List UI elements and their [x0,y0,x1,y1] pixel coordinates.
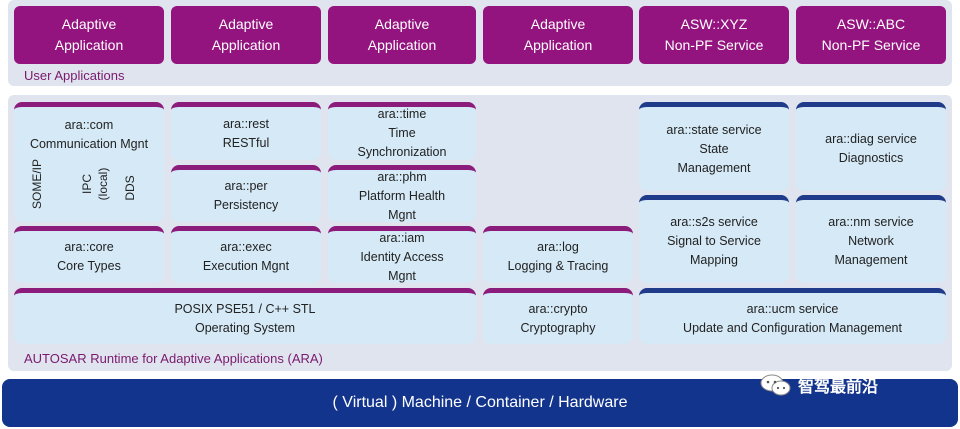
block-title: ara::time [377,107,427,121]
app-title: ASW::ABC [836,16,906,32]
asw-abc-service[interactable]: ASW::ABC Non-PF Service [796,6,946,64]
block-title: ara::com [64,118,114,132]
ipc-local-label: IPC (local) [79,144,111,224]
block-subtitle: Cryptography [520,320,596,335]
ara-exec-block[interactable]: ara::exec Execution Mgnt [171,226,321,283]
app-subtitle: Application [54,37,124,53]
block-title: ara::ucm service [746,301,839,316]
block-subtitle-2: Synchronization [357,145,447,159]
ara-s2s-block[interactable]: ara::s2s service Signal to Service Mappi… [639,195,789,283]
ara-nm-block[interactable]: ara::nm service Network Management [796,195,946,283]
block-subtitle: Communication Mgnt [29,137,149,151]
ara-com-block[interactable]: ara::com Communication Mgnt [14,102,164,222]
block-title: ara::core [64,240,114,254]
block-subtitle: Signal to Service [667,234,761,248]
block-subtitle: Diagnostics [838,151,904,165]
block-subtitle-2: Mgnt [388,207,416,222]
app-subtitle: Application [523,37,593,53]
ipc-local-text: IPC (local) [80,167,110,201]
block-title: ara::rest [223,116,269,131]
adaptive-application-1[interactable]: Adaptive Application [14,6,164,64]
block-subtitle-2: Management [834,253,908,267]
app-title: Adaptive [218,16,274,32]
block-subtitle: Platform Health [358,188,446,203]
block-title: ara::state service [666,122,762,137]
block-title: ara::s2s service [670,215,758,229]
block-subtitle: RESTful [222,135,270,150]
block-title: ara::nm service [828,215,914,229]
adaptive-application-4[interactable]: Adaptive Application [483,6,633,64]
ara-diag-block[interactable]: ara::diag service Diagnostics [796,102,946,191]
block-subtitle: Execution Mgnt [202,259,290,273]
block-title: ara::log [537,240,579,254]
user-applications-panel [8,0,952,86]
block-subtitle: Persistency [213,198,279,212]
block-subtitle: State [699,141,729,156]
ara-phm-block[interactable]: ara::phm Platform Health Mgnt [328,165,476,222]
block-subtitle: Update and Configuration Management [683,320,902,335]
block-subtitle-2: Mgnt [388,268,416,283]
app-subtitle: Non-PF Service [664,37,764,53]
block-subtitle: Logging & Tracing [507,259,609,273]
app-title: ASW::XYZ [680,16,748,32]
watermark: 智驾最前沿 [760,372,878,398]
ara-label: AUTOSAR Runtime for Adaptive Application… [24,351,323,366]
adaptive-application-2[interactable]: Adaptive Application [171,6,321,64]
app-subtitle: Non-PF Service [821,37,921,53]
block-title: ara::phm [377,169,427,184]
app-title: Adaptive [61,16,117,32]
ara-crypto-block[interactable]: ara::crypto Cryptography [483,288,633,344]
ara-log-block[interactable]: ara::log Logging & Tracing [483,226,633,283]
block-title: ara::iam [379,230,425,245]
block-title: ara::per [224,179,268,193]
ara-core-block[interactable]: ara::core Core Types [14,226,164,283]
dds-label: DDS [123,175,137,201]
ara-time-block[interactable]: ara::time Time Synchronization [328,102,476,160]
hardware-layer[interactable]: ( Virtual ) Machine / Container / Hardwa… [2,379,958,427]
block-subtitle-2: Management [677,160,751,175]
posix-os-block[interactable]: POSIX PSE51 / C++ STL Operating System [14,288,476,344]
someip-label: SOME/IP [30,159,44,210]
block-subtitle: Identity Access [360,249,444,264]
block-subtitle-2: Mapping [690,253,738,267]
hardware-label: ( Virtual ) Machine / Container / Hardwa… [332,394,628,411]
block-subtitle: Network [848,234,894,248]
ara-ucm-block[interactable]: ara::ucm service Update and Configuratio… [639,288,946,344]
watermark-text: 智驾最前沿 [798,379,879,396]
block-subtitle: Operating System [194,320,296,335]
ara-state-block[interactable]: ara::state service State Management [639,102,789,191]
user-applications-label: User Applications [24,68,125,83]
block-subtitle: Time [388,126,416,140]
app-title: Adaptive [530,16,586,32]
block-title: ara::crypto [528,301,588,316]
ara-rest-block[interactable]: ara::rest RESTful [171,102,321,160]
block-title: POSIX PSE51 / C++ STL [174,301,316,316]
block-subtitle: Core Types [57,259,121,273]
ara-iam-block[interactable]: ara::iam Identity Access Mgnt [328,226,476,283]
app-subtitle: Application [211,37,281,53]
app-subtitle: Application [367,37,437,53]
asw-xyz-service[interactable]: ASW::XYZ Non-PF Service [639,6,789,64]
app-title: Adaptive [374,16,430,32]
adaptive-application-3[interactable]: Adaptive Application [328,6,476,64]
wechat-icon [760,374,792,396]
block-title: ara::diag service [825,132,917,146]
block-title: ara::exec [220,240,272,254]
ara-per-block[interactable]: ara::per Persistency [171,165,321,222]
